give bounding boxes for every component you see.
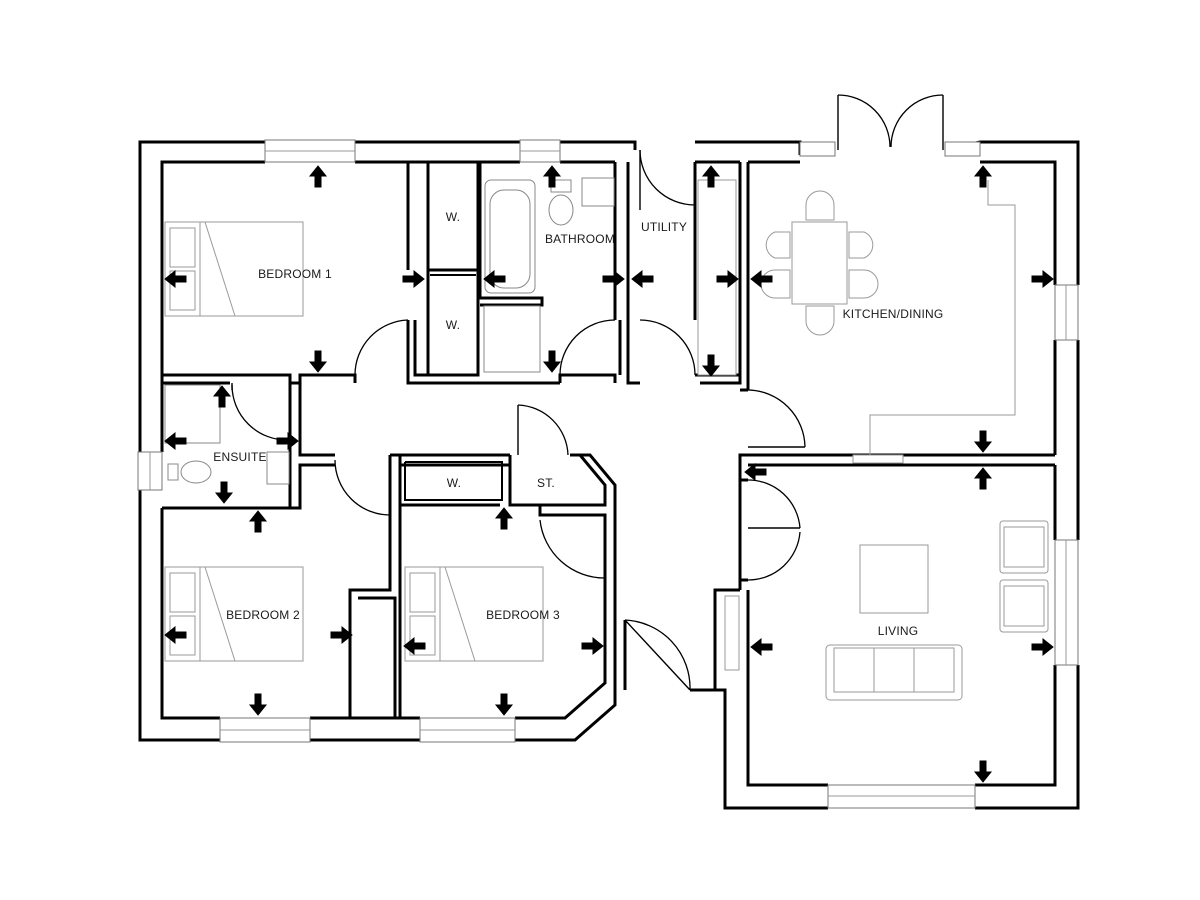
arrow-marker <box>973 430 993 453</box>
arrow-marker <box>542 165 562 188</box>
dimension-arrows <box>164 165 1054 783</box>
basin-bathroom <box>581 177 615 207</box>
window-kitchen-top-right <box>944 141 981 157</box>
label-store: ST. <box>537 476 555 490</box>
toilet-bathroom <box>548 194 574 226</box>
hall-unit <box>724 595 740 671</box>
arrow-marker <box>701 165 721 188</box>
arrow-marker <box>1031 637 1054 657</box>
window-kitchen-top-left <box>799 141 836 157</box>
label-bathroom: BATHROOM <box>545 232 615 246</box>
sofa <box>825 644 963 701</box>
arrow-marker <box>483 269 506 289</box>
armchairs <box>999 520 1049 633</box>
doors <box>231 94 944 691</box>
arrow-marker <box>750 637 773 657</box>
arrow-marker <box>164 625 187 645</box>
windows <box>137 139 1079 809</box>
arrow-marker <box>973 467 993 490</box>
arrow-marker <box>308 350 328 373</box>
arrow-marker <box>494 693 514 716</box>
arrow-marker <box>1031 269 1054 289</box>
bed-bedroom2 <box>164 566 304 662</box>
basin-ensuite <box>266 451 290 485</box>
label-ensuite: ENSUITE <box>213 450 266 464</box>
arrow-marker <box>403 636 426 656</box>
label-utility: UTILITY <box>641 220 687 234</box>
arrow-marker <box>973 760 993 783</box>
toilet-ensuite <box>180 460 212 484</box>
kitchen-counter <box>869 180 1016 455</box>
arrow-marker <box>744 462 767 482</box>
label-wardrobe-1: W. <box>446 210 460 224</box>
arrow-marker <box>248 510 268 533</box>
furniture <box>164 177 1049 701</box>
room-labels: BEDROOM 1 BEDROOM 2 BEDROOM 3 ENSUITE BA… <box>213 210 943 638</box>
arrow-marker <box>542 350 562 373</box>
arrow-marker <box>308 165 328 188</box>
arrow-marker <box>164 431 187 451</box>
label-wardrobe-2: W. <box>446 318 460 332</box>
arrow-marker <box>750 269 773 289</box>
label-kitchen-dining: KITCHEN/DINING <box>843 307 944 321</box>
arrow-marker <box>602 269 625 289</box>
arrow-marker <box>330 625 353 645</box>
arrow-marker <box>214 481 234 504</box>
arrow-marker <box>581 636 604 656</box>
label-wardrobe-3: W. <box>447 476 461 490</box>
arrow-marker <box>716 269 739 289</box>
bed-bedroom1 <box>164 221 304 317</box>
arrow-marker <box>164 269 187 289</box>
arrow-marker <box>276 431 299 451</box>
label-bedroom2: BEDROOM 2 <box>226 608 300 622</box>
arrow-marker <box>248 693 268 716</box>
coffee-table <box>859 544 929 614</box>
arrow-marker <box>701 354 721 377</box>
arrow-marker <box>973 165 993 188</box>
arrow-marker <box>631 269 654 289</box>
outer-walls <box>138 140 1080 810</box>
arrow-marker <box>212 385 232 408</box>
label-bedroom3: BEDROOM 3 <box>486 608 560 622</box>
arrow-marker <box>402 269 425 289</box>
bed-bedroom3 <box>404 566 544 662</box>
arrow-marker <box>494 507 514 530</box>
label-bedroom1: BEDROOM 1 <box>258 267 332 281</box>
shower-bathroom <box>483 305 541 373</box>
label-living: LIVING <box>878 624 919 638</box>
